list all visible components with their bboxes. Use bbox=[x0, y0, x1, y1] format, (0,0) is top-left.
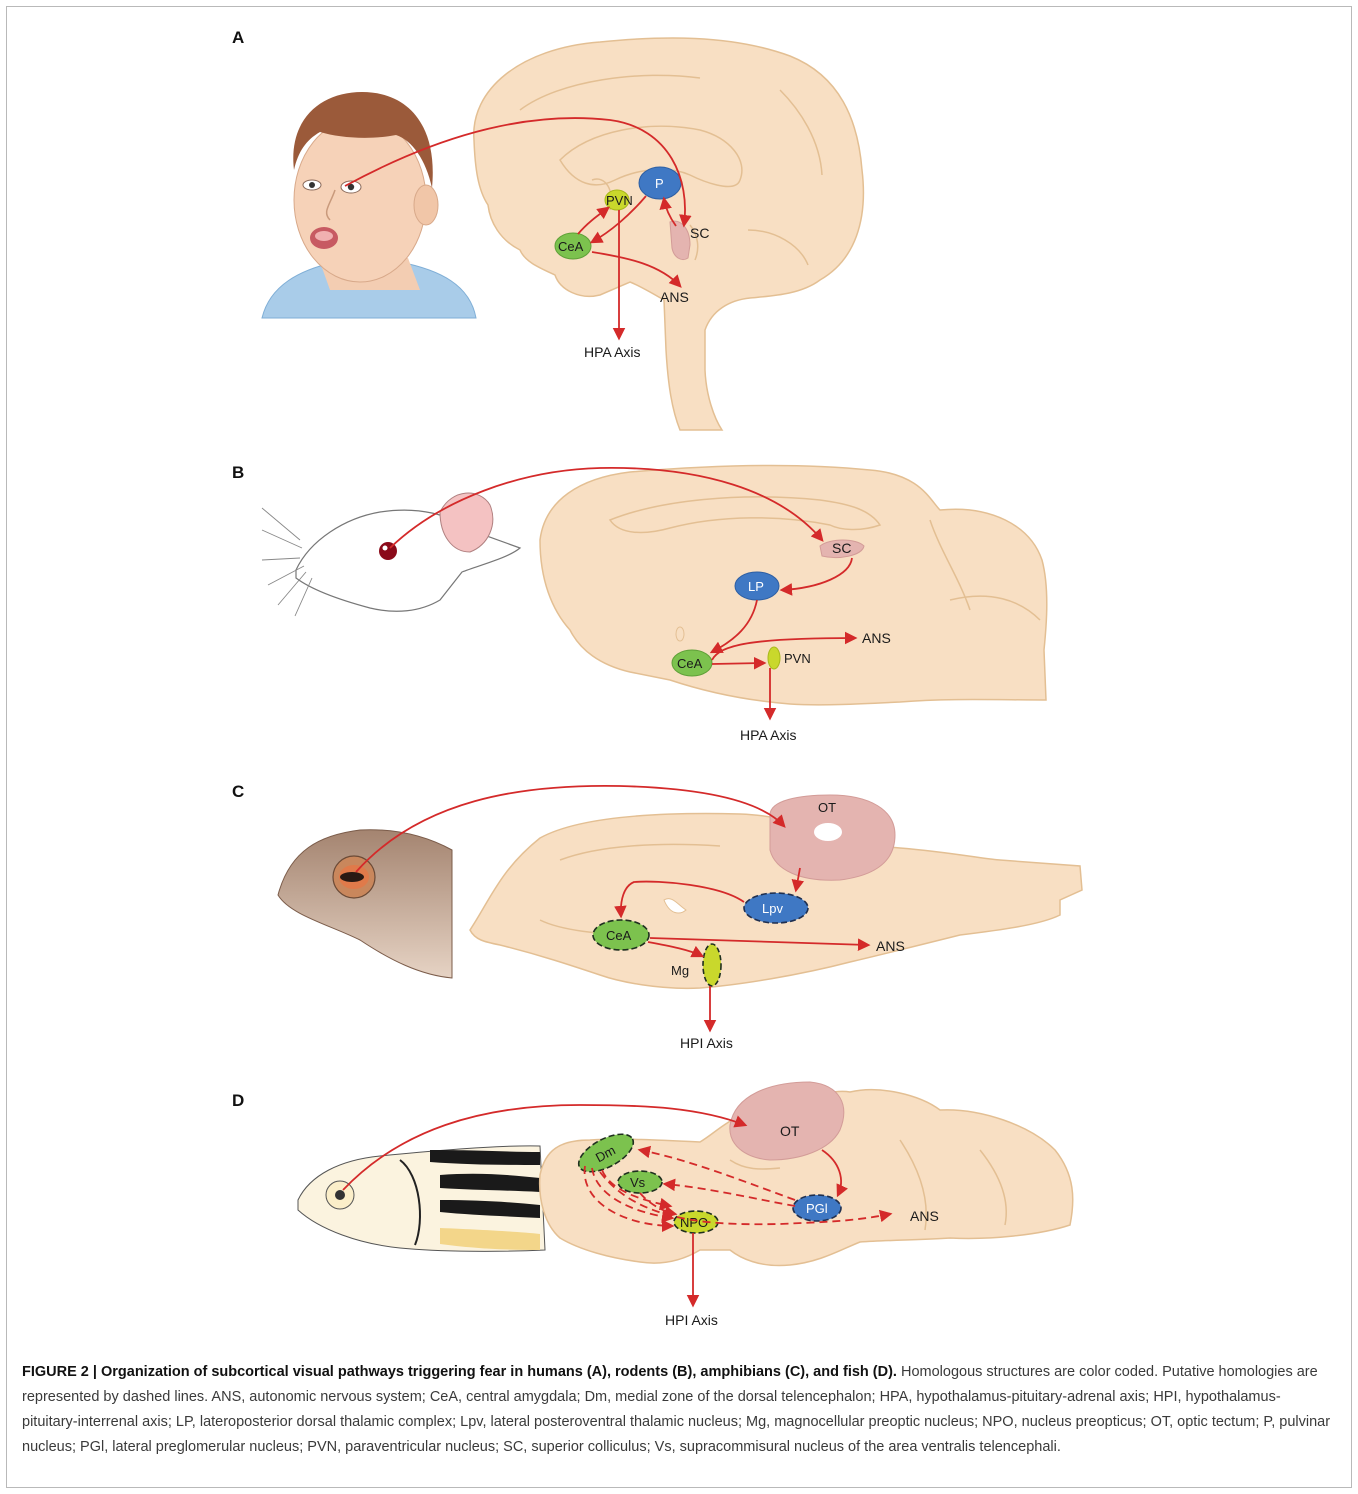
node-pvn-b bbox=[768, 647, 780, 669]
toad-head-illustration bbox=[278, 830, 452, 978]
panel-d: D OT Dm Vs PGl NPO bbox=[232, 1082, 1073, 1328]
node-pvn-label-b: PVN bbox=[784, 651, 811, 666]
node-sc-label-b: SC bbox=[832, 540, 851, 556]
human-brain-section bbox=[474, 38, 864, 430]
node-vs-label: Vs bbox=[630, 1175, 646, 1190]
figure-caption: FIGURE 2 | Organization of subcortical v… bbox=[22, 1360, 1336, 1460]
rat-brain-section bbox=[540, 466, 1047, 705]
node-lp-label: LP bbox=[748, 579, 764, 594]
node-ot-label-d: OT bbox=[780, 1123, 800, 1139]
output-ans-a: ANS bbox=[660, 289, 689, 305]
caption-title: FIGURE 2 | Organization of subcortical v… bbox=[22, 1364, 897, 1380]
node-mg-label: Mg bbox=[671, 963, 689, 978]
output-ans-c: ANS bbox=[876, 938, 905, 954]
panel-letter-d: D bbox=[232, 1091, 244, 1110]
panel-c: C OT Lpv CeA Mg ANS HPI Axi bbox=[232, 782, 1082, 1051]
arrow-cea-to-pvn-b bbox=[712, 663, 764, 664]
output-axis-a: HPA Axis bbox=[584, 344, 641, 360]
output-ans-b: ANS bbox=[862, 630, 891, 646]
node-pgl-label: PGl bbox=[806, 1201, 828, 1216]
node-cea-label-c: CeA bbox=[606, 928, 632, 943]
output-axis-c: HPI Axis bbox=[680, 1035, 733, 1051]
node-cea-label-b: CeA bbox=[677, 656, 703, 671]
output-axis-d: HPI Axis bbox=[665, 1312, 718, 1328]
panel-letter-a: A bbox=[232, 28, 244, 47]
figure-diagram: A P bbox=[0, 0, 1358, 1360]
panel-letter-b: B bbox=[232, 463, 244, 482]
output-ans-d: ANS bbox=[910, 1208, 939, 1224]
node-mg bbox=[703, 944, 721, 986]
toad-brain-section bbox=[470, 795, 1082, 988]
node-lpv-label: Lpv bbox=[762, 901, 783, 916]
output-axis-b: HPA Axis bbox=[740, 727, 797, 743]
rat-head-illustration bbox=[262, 493, 520, 616]
panel-letter-c: C bbox=[232, 782, 244, 801]
node-pvn-label: PVN bbox=[606, 193, 633, 208]
fish-head-illustration bbox=[298, 1146, 545, 1251]
node-ot-label-c: OT bbox=[818, 800, 836, 815]
node-cea-label: CeA bbox=[558, 239, 584, 254]
node-sc-label: SC bbox=[690, 225, 709, 241]
fish-brain-section bbox=[540, 1082, 1073, 1266]
node-p-label: P bbox=[655, 176, 664, 191]
human-head-illustration bbox=[262, 92, 476, 318]
panel-a: A P bbox=[232, 28, 863, 430]
panel-b: B SC LP CeA PVN ANS bbox=[232, 463, 1047, 743]
